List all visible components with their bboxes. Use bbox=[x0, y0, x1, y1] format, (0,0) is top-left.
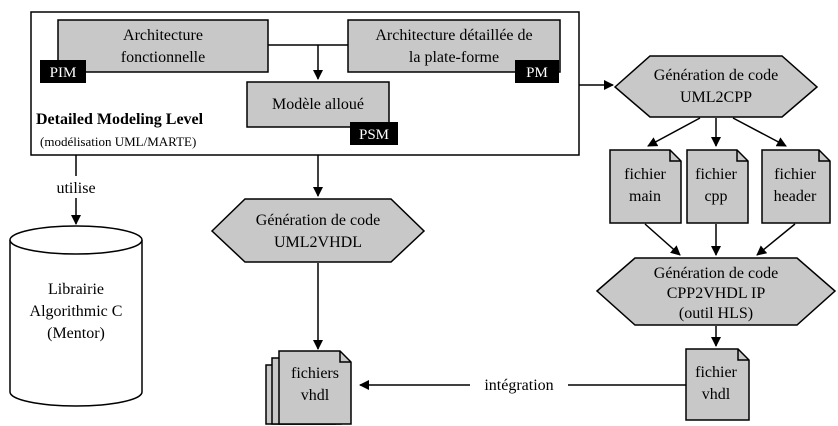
level-subtitle: (modélisation UML/MARTE) bbox=[40, 134, 196, 149]
file-header: fichier header bbox=[761, 149, 831, 224]
uml2cpp-generator: Génération de code UML2CPP bbox=[613, 55, 819, 118]
main-to-cpp2vhdl-arrow bbox=[644, 223, 681, 256]
arch-plat-line2: la plate-forme bbox=[409, 49, 499, 66]
file-header-line1: fichier bbox=[774, 166, 816, 183]
file-cpp: fichier cpp bbox=[686, 149, 749, 224]
level-title: Detailed Modeling Level bbox=[36, 111, 204, 128]
uml2cpp-to-header-arrow bbox=[732, 117, 787, 147]
cpp2vhdl-generator: Génération de code CPP2VHDL IP (outil HL… bbox=[595, 257, 837, 326]
file-vhdl-right: fichier vhdl bbox=[685, 348, 750, 421]
modele-alloue-node: Modèle alloué bbox=[246, 81, 390, 128]
arch-plat-line1: Architecture détaillée de bbox=[375, 27, 532, 44]
cpp2vhdl-line2: CPP2VHDL IP bbox=[667, 285, 766, 302]
file-main-line2: main bbox=[629, 188, 661, 205]
file-vhdl-right-line1: fichier bbox=[695, 364, 737, 381]
file-main: fichier main bbox=[609, 149, 682, 224]
psm-label: PSM bbox=[359, 127, 389, 143]
cpp2vhdl-line3: (outil HLS) bbox=[679, 305, 753, 322]
file-header-line2: header bbox=[774, 188, 817, 205]
file-vhdl-left-line2: vhdl bbox=[301, 387, 330, 404]
uml2vhdl-line2: UML2VHDL bbox=[274, 234, 362, 251]
uml2cpp-line1: Génération de code bbox=[654, 67, 778, 84]
arch-fonctionnelle-node: Architecture fonctionnelle bbox=[57, 19, 269, 73]
file-vhdl-right-line2: vhdl bbox=[702, 386, 731, 403]
library-line1: Librairie bbox=[48, 281, 104, 298]
psm-tag: PSM bbox=[350, 122, 398, 145]
cpp2vhdl-line1: Génération de code bbox=[654, 265, 778, 282]
header-to-cpp2vhdl-arrow bbox=[756, 223, 796, 256]
arch-fonc-line2: fonctionnelle bbox=[121, 49, 205, 66]
utilise-label: utilise bbox=[56, 180, 95, 197]
integration-label: intégration bbox=[484, 377, 553, 394]
file-main-line1: fichier bbox=[624, 166, 666, 183]
file-vhdl-left-line1: fichiers bbox=[291, 365, 339, 382]
uml2vhdl-generator: Génération de code UML2VHDL bbox=[210, 198, 426, 263]
uml2vhdl-line1: Génération de code bbox=[256, 212, 380, 229]
library-line3: (Mentor) bbox=[47, 325, 105, 342]
pm-tag: PM bbox=[515, 60, 559, 83]
pim-label: PIM bbox=[50, 65, 77, 81]
library-database: Librairie Algorithmic C (Mentor) bbox=[9, 225, 143, 407]
file-cpp-line2: cpp bbox=[704, 188, 727, 205]
arch-fonc-line1: Architecture bbox=[123, 27, 203, 44]
modele-label: Modèle alloué bbox=[272, 96, 364, 113]
pm-label: PM bbox=[526, 65, 548, 81]
file-cpp-line1: fichier bbox=[695, 166, 737, 183]
uml2cpp-to-main-arrow bbox=[647, 117, 701, 147]
pim-tag: PIM bbox=[40, 60, 86, 83]
uml2cpp-line2: UML2CPP bbox=[680, 89, 752, 106]
library-line2: Algorithmic C bbox=[30, 303, 123, 320]
file-vhdl-left-stack: fichiers vhdl bbox=[265, 350, 352, 425]
